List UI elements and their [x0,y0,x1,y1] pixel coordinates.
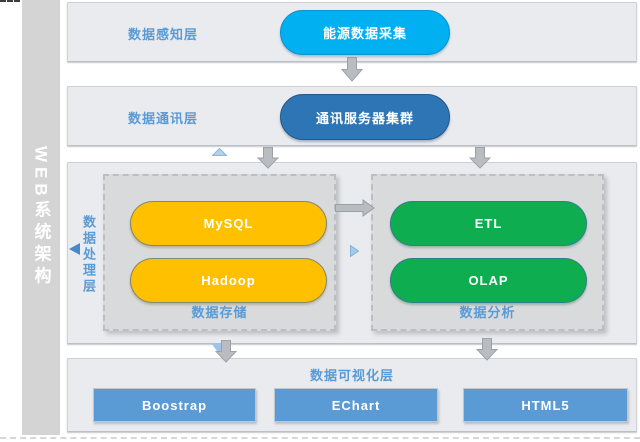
layer-perception-label: 数据感知层 [128,27,199,42]
layer-communication-panel: 数据通讯层 通讯服务器集群 [67,86,637,146]
layer-processing-panel: 数据处理层 MySQL Hadoop 数据存储 ETL OLAP 数据分析 [67,162,637,344]
layer-perception-panel: 数据感知层 能源数据采集 [67,2,637,62]
left-triangle-icon [69,243,80,255]
layer-processing-label: 数据处理层 [81,215,96,295]
right-arrow-icon [335,199,375,217]
node-hadoop: Hadoop [130,258,327,303]
up-triangle-icon [212,148,227,156]
down-arrow-icon [257,147,279,169]
right-triangle-icon [350,245,359,257]
down-arrow-icon [341,57,363,82]
layer-visualization-panel: 数据可视化层 Boostrap EChart HTML5 [67,358,637,432]
diagram-title: WEB系统架构 [31,146,51,289]
node-mysql: MySQL [130,201,327,246]
analysis-group-box: ETL OLAP 数据分析 [371,174,604,331]
down-arrow-icon [476,338,498,361]
node-olap: OLAP [390,258,587,303]
top-left-dash-mark [0,0,20,2]
layer-visualization-label: 数据可视化层 [309,368,394,383]
node-echart: EChart [274,388,438,422]
down-arrow-icon [215,340,237,363]
node-html5: HTML5 [463,388,628,422]
layer-communication-label: 数据通讯层 [128,111,199,126]
storage-group-box: MySQL Hadoop 数据存储 [103,174,336,331]
node-comm-server-cluster: 通讯服务器集群 [280,94,450,140]
sidebar-banner: WEB系统架构 [22,0,60,435]
node-energy-data-collection: 能源数据采集 [280,10,450,55]
node-etl: ETL [390,201,587,246]
bottom-dash-line [0,437,640,439]
node-boostrap: Boostrap [93,388,256,422]
storage-group-label: 数据存储 [191,305,248,320]
down-arrow-icon [469,147,491,169]
analysis-group-label: 数据分析 [459,305,516,320]
